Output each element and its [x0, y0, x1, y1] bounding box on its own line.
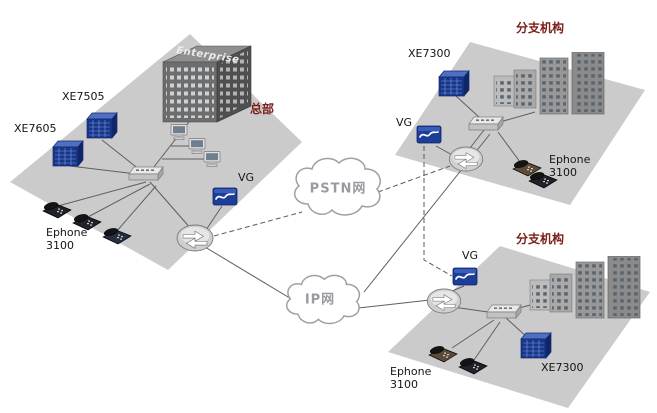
link-switch-router-hq [149, 181, 193, 231]
enterprise-building [155, 34, 255, 126]
pc-icon [170, 124, 188, 140]
link-vg-router-hq [205, 205, 223, 231]
link-phone2-switch-b [473, 321, 501, 361]
ephone-label-top: Ephone 3100 [549, 153, 591, 180]
link-phone1-hq [57, 181, 147, 207]
vg-gateway-icon [416, 124, 442, 144]
branch-bottom-label: 分支机构 [516, 232, 565, 246]
pstn-cloud-shape [295, 158, 381, 215]
branch-top-label: 分支机构 [516, 21, 565, 35]
link-hq-ipcloud [204, 246, 299, 304]
ephone-icon [458, 352, 488, 376]
pc-icon [203, 151, 221, 167]
ephone-icon [428, 340, 458, 364]
lan-switch-icon [468, 116, 504, 132]
vg-gateway-icon [212, 186, 238, 206]
lan-switch-icon [486, 304, 522, 320]
vg-label-top: VG [396, 116, 413, 129]
pstn-cloud-label: PSTN网 [309, 181, 367, 197]
link-phone3-hq [115, 185, 157, 233]
ephone-label-bottom: Ephone 3100 [390, 365, 432, 392]
xe7505-label: XE7505 [62, 90, 105, 103]
xe7300-chassis-icon [520, 332, 552, 360]
ephone-icon [42, 196, 72, 220]
link-xe7300-switch-t [455, 95, 481, 119]
vg-label-bottom: VG [462, 249, 479, 262]
router-icon [426, 288, 462, 314]
office-buildings [528, 256, 643, 324]
router-icon [176, 224, 214, 252]
link-ipcloud-branch-bottom [357, 299, 431, 309]
vg-label-hq: VG [238, 171, 255, 184]
xe7605-chassis-icon [52, 140, 84, 168]
vg-gateway-icon [452, 266, 478, 286]
router-icon [448, 146, 484, 172]
link-xe7505-switch [101, 139, 141, 171]
xe7505-chassis-icon [86, 112, 118, 140]
ip-cloud-label: IP网 [304, 292, 336, 308]
link-towers-switch-t [499, 111, 536, 123]
xe7605-label: XE7605 [14, 122, 57, 135]
link-xe7605-switch [69, 165, 137, 175]
xe7300-label-bottom: XE7300 [541, 361, 584, 374]
lan-switch-icon [128, 166, 164, 182]
ephone-icon [102, 222, 132, 246]
ip-cloud-shape [287, 275, 360, 323]
link-phone1-switch-b [451, 319, 495, 349]
link-phone-switch-t [497, 131, 521, 163]
link-phone2-hq [85, 183, 151, 219]
office-buildings [492, 52, 607, 120]
link-pstn-branch-top-dashed [377, 165, 451, 193]
ephone-label-hq: Ephone 3100 [46, 226, 88, 253]
link-hq-pstn-dashed [213, 211, 303, 237]
xe7300-label-top: XE7300 [408, 47, 451, 60]
link-vg-vg-dashed [423, 146, 453, 277]
headquarters-label: 总部 [250, 102, 275, 116]
link-switch-router-t [469, 129, 485, 149]
xe7300-chassis-icon [438, 70, 470, 98]
